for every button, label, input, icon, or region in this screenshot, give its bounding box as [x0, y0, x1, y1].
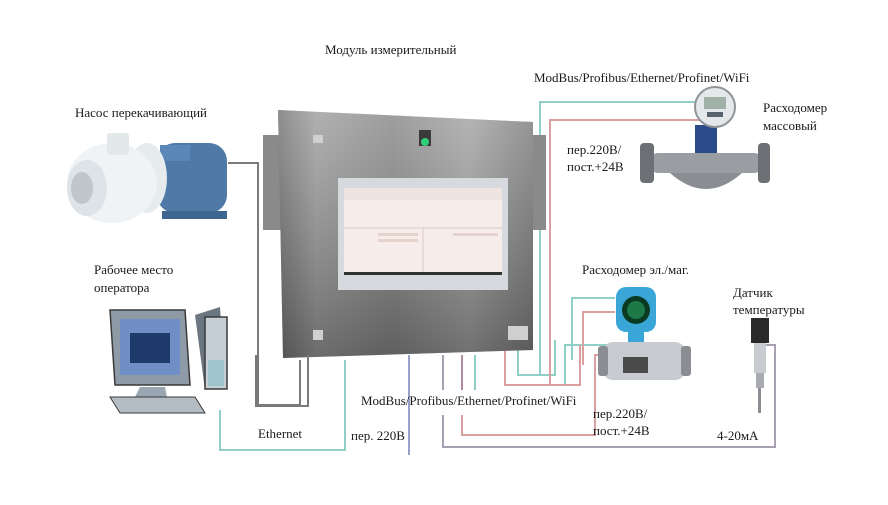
signal-wire: [442, 344, 776, 448]
measuring-module-cabinet: [263, 110, 546, 358]
transfer-pump: [67, 133, 227, 223]
power-wire-em-top: [582, 311, 615, 365]
em-flowmeter-label: Расходомер эл./маг.: [582, 262, 690, 277]
power-wire-d: [504, 345, 581, 386]
workstation-label-line2: оператора: [94, 280, 150, 295]
power-top-label-line1: пер.220В/: [567, 142, 622, 157]
ethernet-frame: [255, 355, 309, 407]
em-flowmeter: [598, 287, 691, 380]
data-wire-em-top: [571, 297, 615, 360]
power-em-label-line1: пер.220В/: [593, 406, 648, 421]
temp-sensor-label-line2: температуры: [733, 302, 805, 317]
data-wire-em: [564, 344, 610, 385]
mass-flowmeter: [640, 86, 770, 189]
module-title: Модуль измерительный: [325, 42, 457, 57]
protocols-bottom-label: ModBus/Profibus/Ethernet/Profinet/WiFi: [361, 393, 577, 408]
mains-label: пер. 220В: [351, 428, 405, 443]
status-led: [421, 138, 429, 146]
temp-sensor-label-line1: Датчик: [733, 285, 773, 300]
ethernet-label: Ethernet: [258, 426, 303, 441]
data-wire-mass: [539, 101, 700, 375]
power-wire-mass: [549, 119, 700, 385]
current-loop-label: 4-20мА: [717, 428, 759, 443]
mass-flowmeter-label-line1: Расходомер: [763, 100, 828, 115]
power-em-label-line2: пост.+24В: [593, 423, 650, 438]
power-top-label-line2: пост.+24В: [567, 159, 624, 174]
mass-flowmeter-label-line2: массовый: [763, 118, 817, 133]
pump-label: Насос перекачивающий: [75, 105, 208, 120]
temperature-sensor: [751, 318, 769, 413]
workstation-label-line1: Рабочее место: [94, 262, 174, 277]
ethernet-wire: [219, 360, 346, 451]
data-wire-d: [517, 340, 556, 376]
protocols-top-label: ModBus/Profibus/Ethernet/Profinet/WiFi: [534, 70, 750, 85]
operator-workstation: [109, 307, 228, 414]
